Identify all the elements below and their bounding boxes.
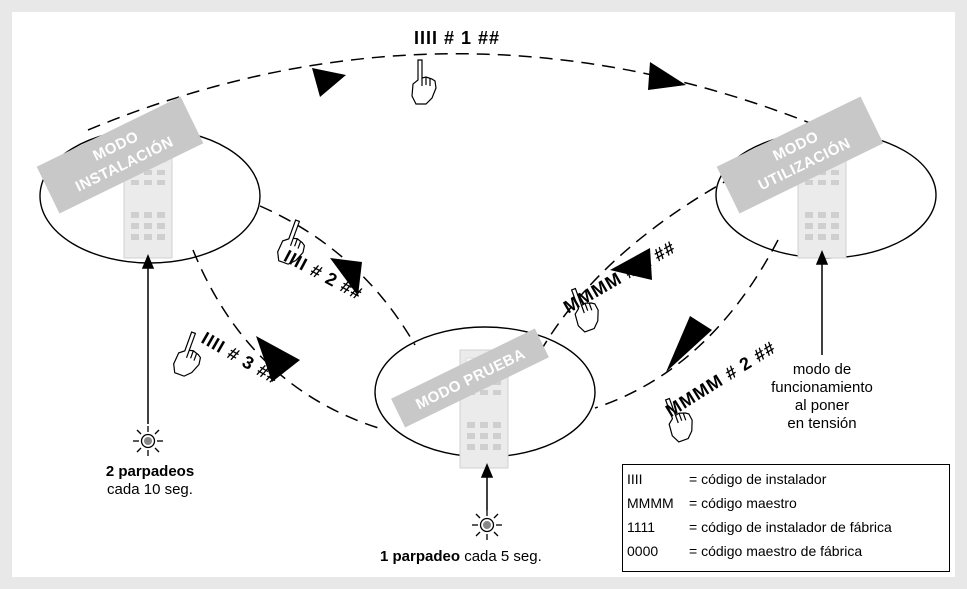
- led-blink-icon: [471, 509, 503, 541]
- legend-key: IIII: [627, 471, 643, 487]
- legend-key: 0000: [627, 543, 659, 559]
- note-power-on-line2: funcionamiento: [771, 379, 873, 396]
- note-power-on-line3: al poner: [794, 397, 850, 414]
- path-arrowheads: [256, 62, 712, 382]
- solid-arrows: [141, 250, 829, 510]
- note-instalacion-rest: cada 10 seg.: [107, 481, 193, 498]
- path-prueba-to-instalacion: [192, 249, 386, 431]
- mode-label-instalacion: MODO INSTALACIÓN: [36, 96, 204, 214]
- legend-value: = código maestro: [689, 495, 797, 511]
- legend-value: = código de instalador: [689, 471, 827, 487]
- legend-value: = código maestro de fábrica: [689, 543, 863, 559]
- legend-value: = código de instalador de fábrica: [689, 519, 892, 535]
- note-prueba-bold: 1 parpadeo: [380, 548, 461, 565]
- legend-box: IIII = código de instalador MMMM = código …: [622, 464, 950, 572]
- legend-key: MMMM: [627, 495, 674, 511]
- note-prueba-rest: cada 5 seg.: [460, 548, 542, 565]
- path-utilizacion-to-prueba: [594, 239, 779, 409]
- led-blink-icon: [132, 425, 164, 457]
- finger-press-icon: [411, 59, 437, 105]
- note-instalacion: 2 parpadeos cada 10 seg.: [80, 463, 220, 499]
- note-power-on-line4: en tensión: [787, 415, 857, 432]
- note-instalacion-bold: 2 parpadeos: [105, 463, 195, 480]
- note-prueba: 1 parpadeo cada 5 seg.: [380, 548, 542, 565]
- legend-key: 1111: [627, 519, 656, 535]
- path-prueba-to-utilizacion: [539, 175, 736, 353]
- code-top: IIII # 1 ##: [414, 28, 501, 48]
- path-top: [87, 53, 816, 131]
- note-power-on: modo de funcionamiento al poner en tensi…: [742, 361, 902, 433]
- note-power-on-line1: modo de: [792, 361, 852, 378]
